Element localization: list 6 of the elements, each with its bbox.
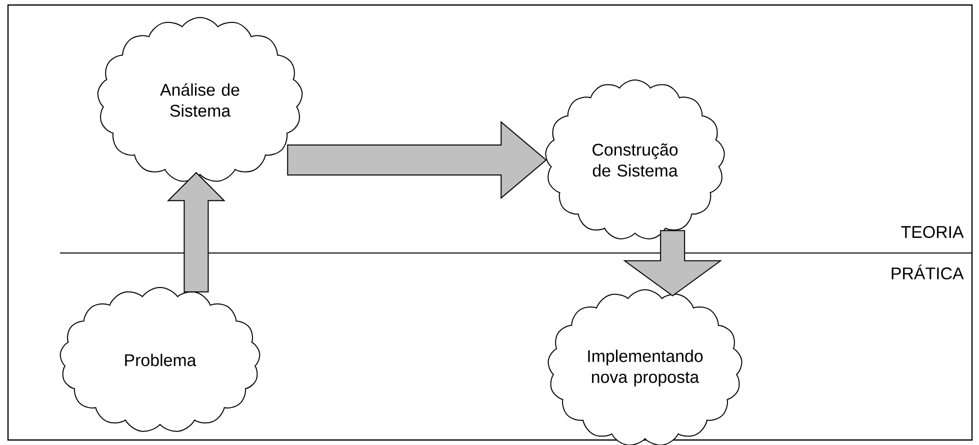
block-arrow <box>167 172 226 292</box>
region-label: PRÁTICA <box>892 264 964 280</box>
region-label: TEORIA <box>901 226 964 238</box>
node-label: Implementando nova proposta <box>588 350 703 386</box>
block-arrow <box>287 120 547 200</box>
block-arrow <box>623 230 722 296</box>
